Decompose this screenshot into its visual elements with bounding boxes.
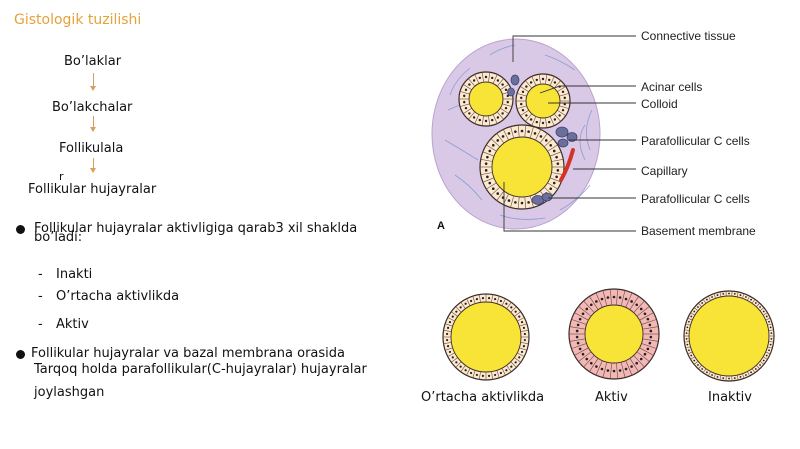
bullet-text-activity: Follikular hujayralar aktivligiga qarab3… [34,221,358,236]
hierarchy-item-lobes: Bo’laklar [64,54,122,69]
page-title: Gistologik tuzilishi [14,12,142,28]
bullet-dot [16,225,25,234]
caption-active: Aktiv [595,390,628,405]
label-connective-tissue: Connective tissue [641,29,736,43]
list-item-moderate: O’rtacha aktivlikda [56,289,180,304]
follicle-type-active [568,288,660,380]
hierarchy-arrow [90,158,96,173]
list-dash: - [38,289,43,304]
label-acinar-cells: Acinar cells [641,80,702,94]
label-capillary: Capillary [641,164,688,178]
panel-letter: A [437,220,445,232]
bullet-text-activity-cont: bo’ladi: [34,230,83,245]
c-cells-upper [555,126,578,148]
bullet-text-c-cells: Follikular hujayralar va bazal membrana … [31,346,345,361]
list-item-inactive: Inakti [56,267,93,282]
hierarchy-arrow [90,116,96,132]
label-basement-membrane: Basement membrane [641,224,756,238]
label-colloid: Colloid [641,97,678,111]
list-dash: - [38,267,43,282]
capillary-shape [559,148,575,182]
hierarchy-item-lobules: Bo’lakchalar [52,100,133,115]
label-parafollicular-upper: Parafollicular C cells [641,134,750,148]
hierarchy-item-follicular-cells: Follikular hujayralar [28,182,157,197]
leader-lines [503,35,636,232]
bullet-text-c-cells-cont: Tarqoq holda parafollikular(C-hujayralar… [34,362,367,377]
bullet-text-c-cells-end: joylashgan [34,385,105,400]
c-cells-lower [531,192,553,205]
follicle-upper-right [515,73,571,129]
list-item-active: Aktiv [56,317,89,332]
label-parafollicular-lower: Parafollicular C cells [641,192,750,206]
list-dash: - [38,317,43,332]
stray-mark: r [59,170,64,183]
follicle-activity-types [442,288,775,382]
hierarchy-item-follicles: Follikulala [59,141,124,156]
hierarchy-arrow [90,73,96,91]
follicle-upper-left [458,71,514,127]
c-cells-top [507,74,520,97]
bullet-dot [16,350,25,359]
follicle-type-moderate [442,293,530,381]
follicle-type-inactive [683,290,775,382]
caption-moderate: O’rtacha aktivlikda [421,390,545,405]
follicle-large [479,124,565,210]
caption-inactive: Inaktiv [708,390,752,405]
